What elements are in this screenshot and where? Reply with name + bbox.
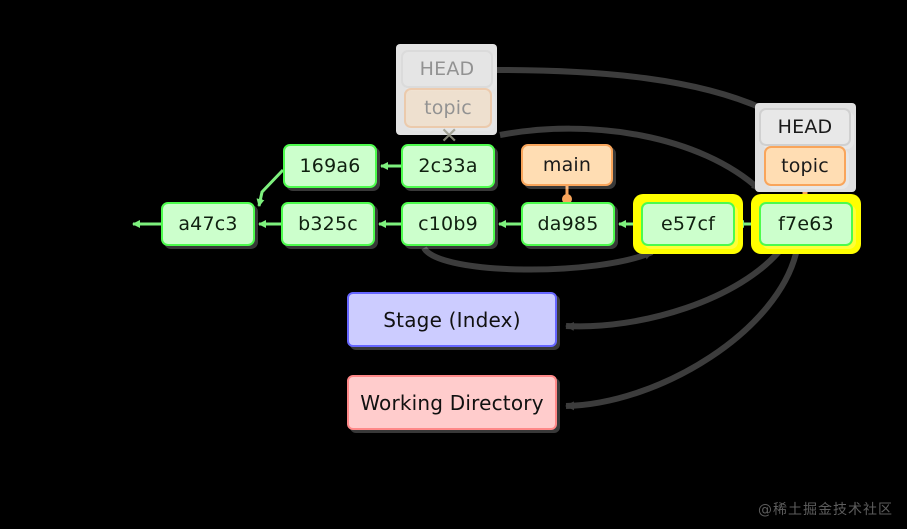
ref-plate-old	[396, 44, 497, 135]
head-ref-new: HEAD	[759, 108, 851, 146]
main-ref: main	[521, 144, 613, 186]
edge-rebase-arc	[421, 246, 654, 273]
edge-main-da985	[562, 186, 572, 204]
commit-169a6: 169a6	[283, 144, 377, 188]
watermark: @稀土掘金技术社区	[758, 502, 893, 518]
edge-head-move	[496, 67, 772, 115]
edge-checkout-stage	[565, 246, 785, 331]
edge-169a6-b325c	[256, 168, 285, 207]
edge-topic-move	[499, 125, 763, 193]
working-directory-box: Working Directory	[347, 375, 557, 430]
stage-index-box: Stage (Index)	[347, 292, 557, 347]
commit-a47c3: a47c3	[161, 202, 255, 246]
commit-b325c: b325c	[281, 202, 375, 246]
edge-checkout-workdir	[565, 248, 800, 411]
commit-e57cf: e57cf	[641, 202, 735, 246]
topic-ref-new: topic	[764, 146, 846, 186]
commit-f7e63: f7e63	[759, 202, 853, 246]
commit-da985: da985	[521, 202, 615, 246]
commit-c10b9: c10b9	[401, 202, 495, 246]
topic-ref-old: topic	[404, 88, 492, 128]
commit-2c33a: 2c33a	[401, 144, 495, 188]
head-ref-old: HEAD	[401, 50, 493, 88]
detach-x-icon: ✕	[440, 124, 459, 149]
